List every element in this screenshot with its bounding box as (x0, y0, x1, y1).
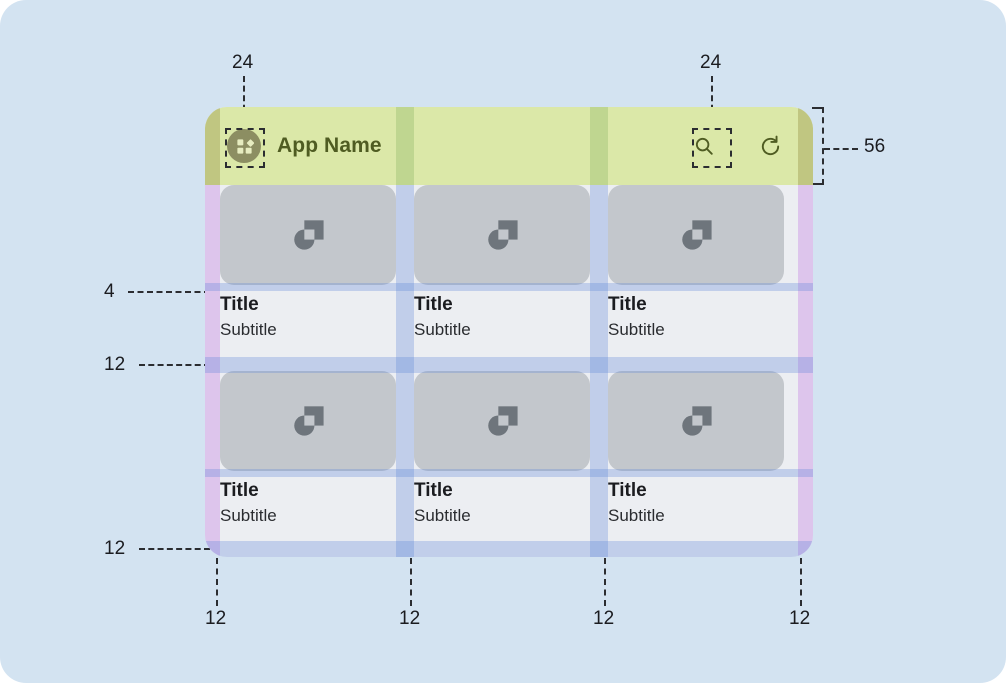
card-media (414, 185, 590, 285)
phone-frame: App Name (205, 107, 813, 557)
refresh-action[interactable] (755, 131, 785, 161)
card[interactable]: Title Subtitle (220, 185, 396, 365)
highlight-box-leading-icon (225, 128, 265, 168)
leader-line-bottom-12-a (216, 558, 218, 606)
card[interactable]: Title Subtitle (608, 185, 784, 365)
card-media (414, 371, 590, 471)
card-title: Title (608, 480, 647, 501)
leader-line-left-12-mid (139, 364, 210, 366)
image-placeholder-icon (294, 220, 324, 250)
measure-bracket-appbar-height (812, 107, 824, 185)
card[interactable]: Title Subtitle (414, 185, 590, 365)
card-row: Title Subtitle Title Subtitle (205, 185, 813, 365)
card-grid: Title Subtitle Title Subtitle (205, 185, 813, 557)
annotation-label-left-12-bottom: 12 (104, 538, 126, 559)
leader-line-bottom-12-b (410, 558, 412, 606)
card[interactable]: Title Subtitle (414, 371, 590, 551)
card-media (220, 185, 396, 285)
card-text: Title Subtitle (414, 285, 590, 342)
card-text: Title Subtitle (220, 285, 396, 342)
card-subtitle: Subtitle (608, 505, 665, 525)
card-text: Title Subtitle (608, 471, 784, 528)
annotation-label-bottom-12-b: 12 (399, 608, 421, 629)
annotation-label-left-4: 4 (104, 281, 115, 302)
card-subtitle: Subtitle (220, 319, 277, 339)
card-subtitle: Subtitle (220, 505, 277, 525)
search-icon (695, 137, 713, 155)
card-text: Title Subtitle (414, 471, 590, 528)
card[interactable]: Title Subtitle (220, 371, 396, 551)
card-media (608, 371, 784, 471)
card-title: Title (608, 294, 647, 315)
annotation-label-right-56: 56 (864, 136, 886, 157)
annotation-label-bottom-12-a: 12 (205, 608, 227, 629)
image-placeholder-icon (682, 406, 712, 436)
card-title: Title (220, 294, 259, 315)
card-text: Title Subtitle (220, 471, 396, 528)
card[interactable]: Title Subtitle (608, 371, 784, 551)
annotation-label-bottom-12-d: 12 (789, 608, 811, 629)
card-subtitle: Subtitle (414, 505, 471, 525)
card-media (608, 185, 784, 285)
image-placeholder-icon (294, 406, 324, 436)
leader-line-left-4 (128, 291, 210, 293)
refresh-icon (761, 135, 779, 155)
annotation-label-left-12-mid: 12 (104, 354, 126, 375)
leader-line-left-12-bottom (139, 548, 210, 550)
leader-line-bottom-12-d (800, 558, 802, 606)
annotation-label-top-left-24: 24 (232, 52, 254, 73)
card-media (220, 371, 396, 471)
app-bar-leading-button[interactable] (227, 129, 261, 163)
app-bar-title: App Name (277, 134, 382, 157)
leader-line-top-right-24 (711, 76, 713, 130)
leader-line-top-left-24 (243, 76, 245, 130)
image-placeholder-icon (488, 406, 518, 436)
card-row: Title Subtitle Title Subtitle (205, 371, 813, 551)
annotation-label-top-right-24: 24 (700, 52, 722, 73)
app-grid-avatar-icon (227, 129, 261, 163)
app-bar: App Name (205, 107, 813, 185)
card-text: Title Subtitle (608, 285, 784, 342)
card-subtitle: Subtitle (414, 319, 471, 339)
image-placeholder-icon (682, 220, 712, 250)
card-title: Title (414, 294, 453, 315)
card-title: Title (414, 480, 453, 501)
card-title: Title (220, 480, 259, 501)
image-placeholder-icon (488, 220, 518, 250)
annotation-label-bottom-12-c: 12 (593, 608, 615, 629)
highlight-box-search-icon (692, 128, 732, 168)
search-action[interactable] (689, 131, 719, 161)
card-subtitle: Subtitle (608, 319, 665, 339)
leader-line-right-56 (824, 148, 858, 150)
leader-line-bottom-12-c (604, 558, 606, 606)
